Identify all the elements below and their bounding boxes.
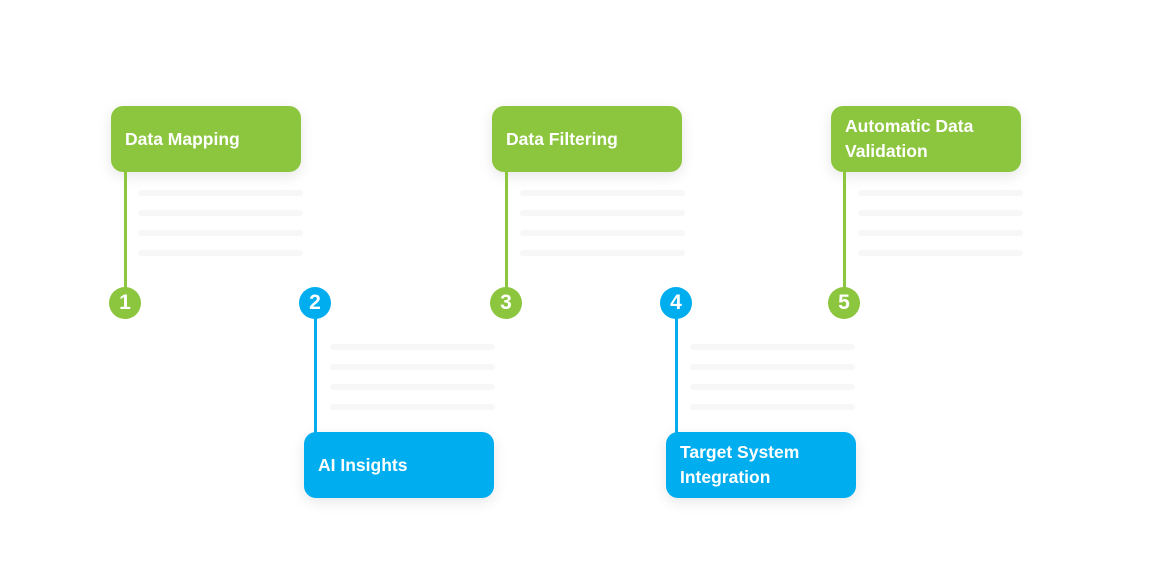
step-3-badge: 3 — [490, 287, 522, 319]
step-1-description — [138, 176, 303, 256]
step-4-number: 4 — [670, 291, 682, 314]
step-4-badge: 4 — [660, 287, 692, 319]
step-1-badge: 1 — [109, 287, 141, 319]
step-3-card: Data Filtering — [492, 106, 682, 172]
step-5-badge: 5 — [828, 287, 860, 319]
step-4-label: Target System Integration — [680, 442, 800, 487]
step-5-description — [858, 176, 1023, 256]
step-2-badge: 2 — [299, 287, 331, 319]
step-3-number: 3 — [500, 291, 512, 314]
step-2-number: 2 — [309, 291, 321, 314]
step-5-label: Automatic Data Validation — [845, 116, 974, 161]
step-1-number: 1 — [119, 291, 131, 314]
step-3-description — [520, 176, 685, 256]
step-4-card: Target System Integration — [666, 432, 856, 498]
step-2-label: AI Insights — [318, 454, 408, 475]
step-2-description — [330, 330, 495, 410]
step-4-connector — [675, 316, 678, 434]
step-2-connector — [314, 316, 317, 434]
step-1-label: Data Mapping — [125, 128, 240, 149]
step-5-connector — [843, 172, 846, 290]
step-3-connector — [505, 172, 508, 290]
step-4-description — [690, 330, 855, 410]
step-1-card: Data Mapping — [111, 106, 301, 172]
step-5-card: Automatic Data Validation — [831, 106, 1021, 172]
step-1-connector — [124, 172, 127, 290]
step-2-card: AI Insights — [304, 432, 494, 498]
step-5-number: 5 — [838, 291, 850, 314]
step-3-label: Data Filtering — [506, 128, 618, 149]
